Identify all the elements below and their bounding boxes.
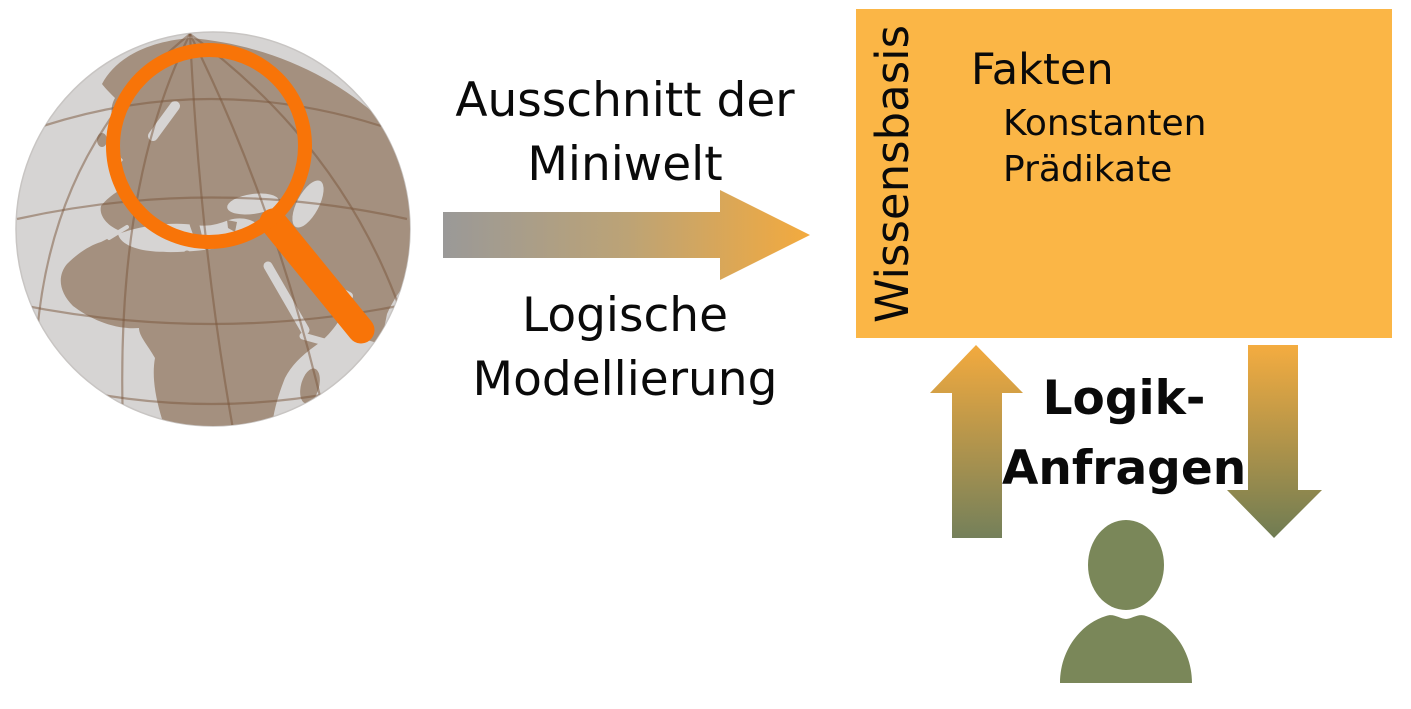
result-down-arrow — [1225, 343, 1324, 540]
excerpt-label: Ausschnitt der Miniwelt — [425, 69, 825, 197]
down-arrow-icon — [1227, 345, 1322, 538]
globe-icon — [15, 31, 411, 427]
modeling-label: Logische Modellierung — [425, 284, 825, 412]
query-label: Logik- Anfragen — [1002, 364, 1246, 504]
right-arrow-icon — [443, 190, 810, 280]
knowledge-base-content: Fakten Konstanten Prädikate — [971, 39, 1206, 193]
facts-heading: Fakten — [971, 45, 1114, 95]
excerpt-label-line2: Miniwelt — [527, 137, 723, 192]
query-label-line1: Logik- — [1042, 371, 1206, 426]
knowledge-base-side-label: Wissensbasis — [866, 24, 919, 323]
list-item-praedikate: Prädikate — [1003, 149, 1173, 190]
user-person — [1056, 517, 1196, 685]
list-item-konstanten: Konstanten — [1003, 103, 1207, 144]
modeling-label-line1: Logische — [521, 288, 729, 343]
knowledge-base-box: Wissensbasis Fakten Konstanten Prädikate — [856, 9, 1392, 338]
query-up-arrow — [928, 343, 1026, 540]
modeling-label-line2: Modellierung — [472, 352, 778, 407]
magnifying-glass-icon — [106, 43, 375, 344]
modeling-flow-arrow — [443, 188, 813, 282]
person-icon — [1060, 520, 1192, 683]
query-label-line2: Anfragen — [1002, 441, 1247, 496]
excerpt-label-line1: Ausschnitt der — [455, 73, 795, 128]
up-arrow-icon — [930, 345, 1023, 538]
miniworld-globe — [5, 14, 417, 432]
